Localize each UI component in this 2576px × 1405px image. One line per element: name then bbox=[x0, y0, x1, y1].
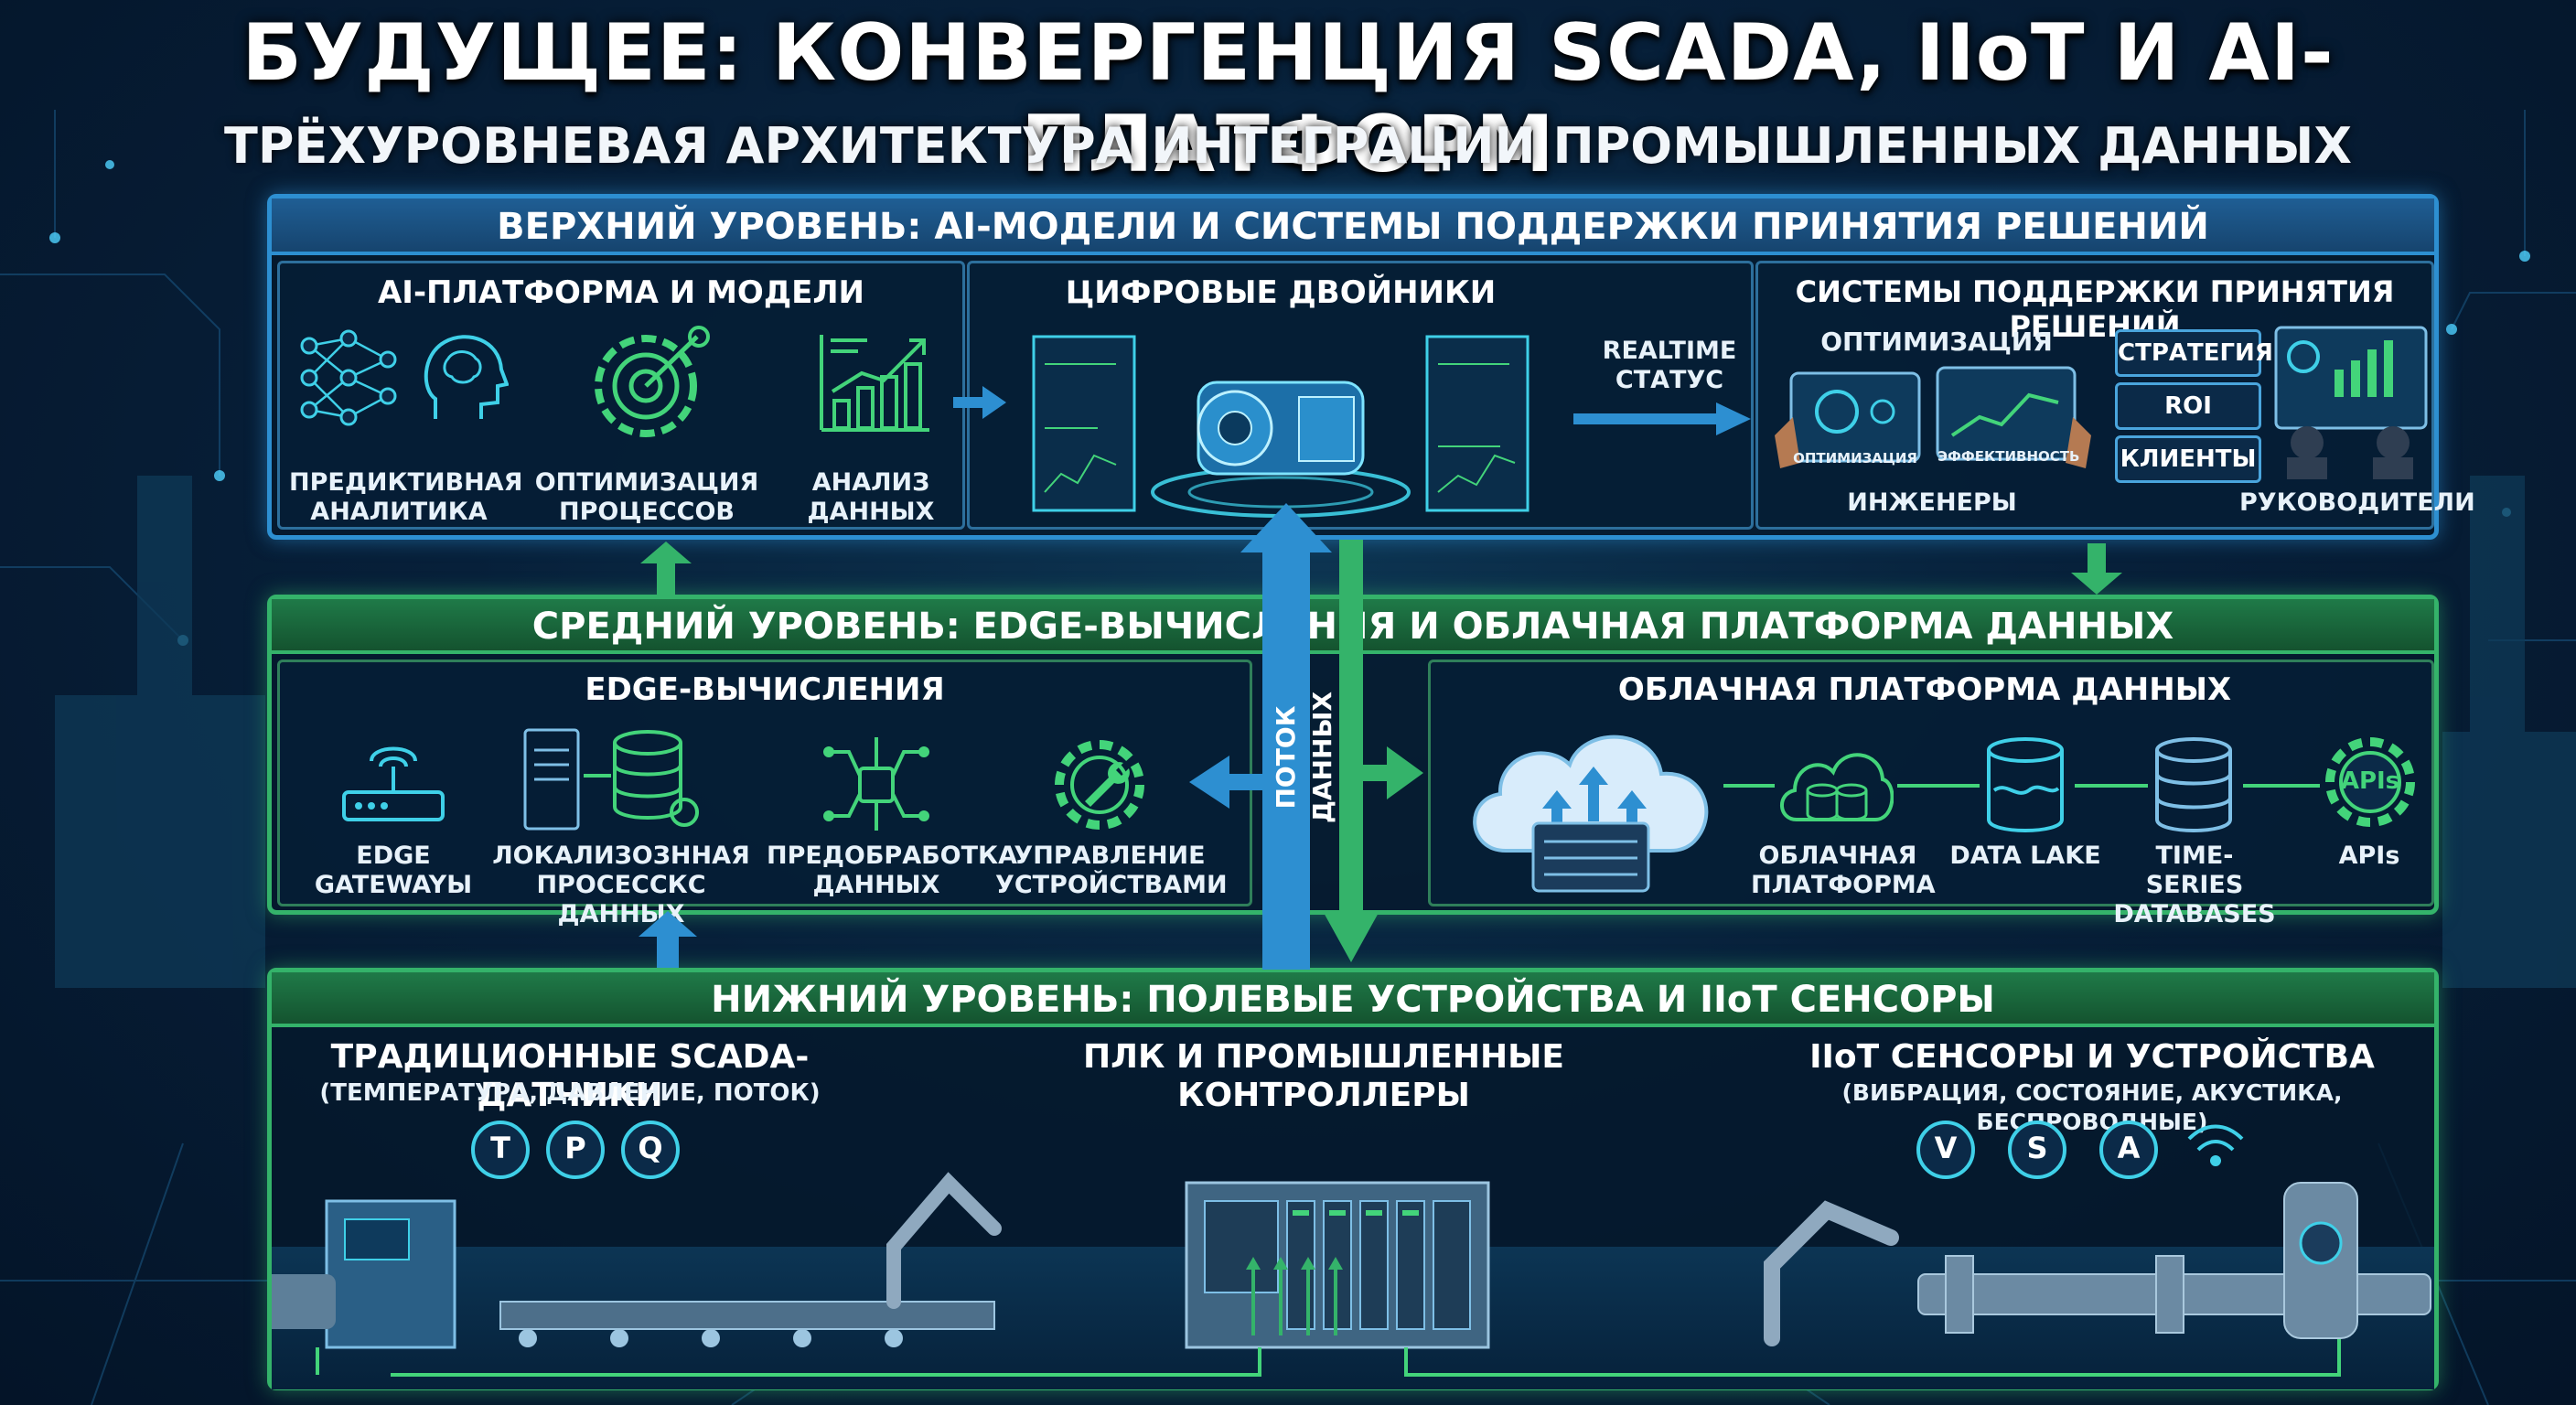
tablet-right-caption: ЭФФЕКТИВНОСТЬ bbox=[1937, 448, 2080, 465]
plc-title: ПЛК И ПРОМЫШЛЕННЫЕ КОНТРОЛЛЕРЫ bbox=[1082, 1038, 1564, 1114]
ai-platform-panel: AI-ПЛАТФОРМА И МОДЕЛИ bbox=[277, 261, 965, 530]
optimization-label: ОПТИМИЗАЦИЯ bbox=[1820, 327, 2053, 357]
strategy-pill: СТРАТЕГИЯ bbox=[2115, 329, 2273, 377]
top-tier-header: ВЕРХНИЙ УРОВЕНЬ: AI-МОДЕЛИ И СИСТЕМЫ ПОД… bbox=[272, 198, 2434, 255]
apis-badge-text: APIs bbox=[2340, 767, 2400, 795]
edge-computing-title: EDGE-ВЫЧИСЛЕНИЯ bbox=[585, 671, 945, 708]
ai-platform-title: AI-ПЛАТФОРМА И МОДЕЛИ bbox=[377, 274, 865, 311]
process-optimization-label: ОПТИМИЗАЦИЯ ПРОЦЕССОВ bbox=[534, 468, 759, 526]
database-icon bbox=[2155, 737, 2232, 832]
main-title: БУДУЩЕЕ: КОНВЕРГЕНЦИЯ SCADA, IIoT И AI-П… bbox=[242, 7, 2334, 190]
subtitle: ТРЁХУРОВНЕВАЯ АРХИТЕКТУРА ИНТЕГРАЦИИ ПРО… bbox=[224, 117, 2352, 175]
edge-gateways-label: EDGE GATEWAYЫ bbox=[314, 842, 473, 899]
data-lake-icon bbox=[1987, 737, 2064, 832]
cloud-database-icon bbox=[1780, 753, 1894, 821]
temperature-badge-icon bbox=[471, 1121, 530, 1179]
top-tier: ВЕРХНИЙ УРОВЕНЬ: AI-МОДЕЛИ И СИСТЕМЫ ПОД… bbox=[267, 194, 2475, 540]
badge-s: S bbox=[2026, 1131, 2048, 1165]
engineers-label: ИНЖЕНЕРЫ bbox=[1847, 488, 2017, 517]
badge-t: T bbox=[490, 1131, 510, 1165]
brain-head-icon bbox=[424, 335, 509, 419]
apis-gear-icon bbox=[2325, 737, 2415, 827]
data-analysis-label: АНАЛИЗ ДАННЫХ bbox=[807, 468, 935, 526]
roi-pill: ROI bbox=[2115, 382, 2261, 430]
cloud-platform-panel: ОБЛАЧНАЯ ПЛАТФОРМА ДАННЫХ bbox=[1428, 660, 2434, 928]
router-icon bbox=[342, 746, 445, 821]
target-gear-icon bbox=[595, 326, 710, 437]
acoustic-badge-icon bbox=[2099, 1121, 2158, 1179]
decision-support-panel: СИСТЕМЫ ПОДДЕРЖКИ ПРИНЯТИЯ РЕШЕНИЙ ОПТИМ… bbox=[1755, 261, 2475, 530]
growth-chart-icon bbox=[820, 335, 929, 432]
server-database-icon bbox=[523, 728, 699, 831]
scada-sensors-subtitle: (ТЕМПЕРАТУРА, ДАВЛЕНИЕ, ПОТОК) bbox=[319, 1079, 821, 1107]
managers-dashboard-icon bbox=[2274, 326, 2428, 479]
device-management-label: УПРАВЛЕНИЕ УСТРОЙСТВАМИ bbox=[995, 842, 1228, 899]
badge-q: Q bbox=[638, 1131, 663, 1165]
time-series-label: TIME-SERIES DATABASES bbox=[2113, 842, 2276, 928]
circuit-icon bbox=[823, 737, 929, 831]
data-lake-label: DATA LAKE bbox=[1949, 842, 2101, 870]
state-badge-icon bbox=[2008, 1121, 2066, 1179]
engineer-tablets-icon bbox=[1775, 366, 2091, 468]
cloud-platform-title: ОБЛАЧНАЯ ПЛАТФОРМА ДАННЫХ bbox=[1617, 671, 2232, 708]
badge-a: A bbox=[2117, 1131, 2141, 1165]
realtime-status-label: REALTIME СТАТУС bbox=[1602, 337, 1737, 394]
iiot-sensors-subtitle: (ВИБРАЦИЯ, СОСТОЯНИЕ, АКУСТИКА, БЕСПРОВО… bbox=[1841, 1079, 2343, 1135]
preprocessing-label: ПРЕДОБРАБОТКА ДАННЫХ bbox=[767, 842, 1018, 899]
digital-twins-panel: ЦИФРОВЫЕ ДВОЙНИКИ REALTIME СТАТУС bbox=[967, 261, 1754, 530]
iiot-sensors-title: IIoT СЕНСОРЫ И УСТРОЙСТВА bbox=[1809, 1038, 2375, 1076]
digital-twins-title: ЦИФРОВЫЕ ДВОЙНИКИ bbox=[1065, 274, 1497, 311]
cloud-server-icon bbox=[1473, 735, 1709, 893]
edge-computing-panel: EDGE-ВЫЧИСЛЕНИЯ bbox=[277, 660, 1252, 928]
badge-p: P bbox=[564, 1131, 586, 1165]
neural-network-icon bbox=[300, 329, 397, 426]
cloud-platform-label: ОБЛАЧНАЯ ПЛАТФОРМА bbox=[1751, 842, 1936, 899]
badge-v: V bbox=[1934, 1131, 1958, 1165]
predictive-analytics-label: ПРЕДИКТИВНАЯ АНАЛИТИКА bbox=[289, 468, 523, 526]
flow-badge-icon bbox=[621, 1121, 680, 1179]
bottom-tier: НИЖНИЙ УРОВЕНЬ: ПОЛЕВЫЕ УСТРОЙСТВА И IIo… bbox=[267, 968, 2439, 1390]
scada-sensors-title: ТРАДИЦИОННЫЕ SCADA-ДАТЧИКИ bbox=[330, 1038, 810, 1114]
data-flow-label: ПОТОК ДАННЫХ bbox=[1271, 691, 1337, 824]
bottom-tier-header: НИЖНИЙ УРОВЕНЬ: ПОЛЕВЫЕ УСТРОЙСТВА И IIo… bbox=[272, 972, 2434, 1027]
wrench-gear-icon bbox=[1055, 740, 1144, 830]
cloud-connectors bbox=[1723, 784, 2320, 788]
vibration-badge-icon bbox=[1916, 1121, 1975, 1179]
pressure-badge-icon bbox=[546, 1121, 605, 1179]
apis-label: APIs bbox=[2338, 842, 2400, 870]
arrow-right-icon bbox=[1573, 402, 1751, 435]
clients-pill: КЛИЕНТЫ bbox=[2115, 435, 2261, 483]
factory-floor-scene bbox=[272, 1172, 2434, 1389]
wireless-icon bbox=[2187, 1124, 2244, 1166]
digital-twin-hologram bbox=[1032, 335, 1530, 518]
tablet-left-caption: ОПТИМИЗАЦИЯ bbox=[1793, 450, 1917, 467]
arrow-right-to-twins bbox=[953, 386, 1006, 419]
